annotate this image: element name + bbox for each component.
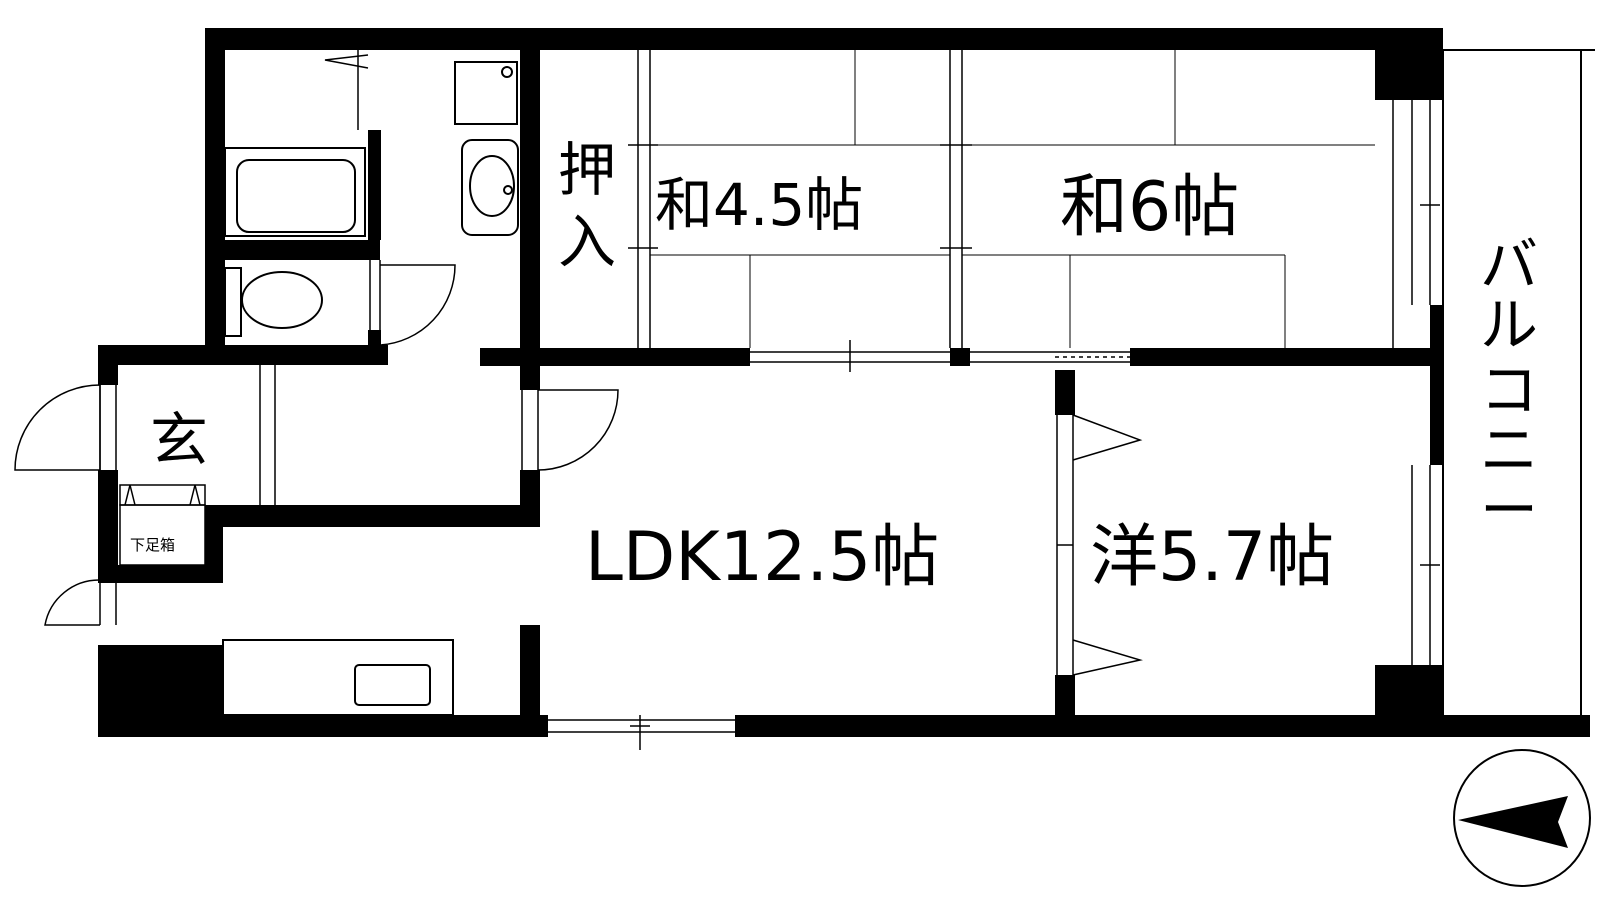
tatami-and-closet <box>628 50 1375 348</box>
compass-icon <box>1453 749 1591 887</box>
doors <box>14 260 1143 676</box>
balcony-char-3: コ <box>1480 356 1538 424</box>
balcony-char-1: バ <box>1480 231 1538 299</box>
fixtures <box>119 50 519 716</box>
room-label-ldk: LDK12.5帖 <box>585 518 939 597</box>
closet-label-bottom: 入 <box>558 208 616 276</box>
walls <box>98 28 1595 737</box>
room-label-entrance: 玄 <box>150 406 208 474</box>
room-labels: 押 入 和4.5帖 和6帖 LDK12.5帖 洋5.7帖 玄 下足箱 バ ル コ… <box>130 136 1538 597</box>
closet-label-top: 押 <box>558 136 616 204</box>
room-label-wa-4-5: 和4.5帖 <box>655 171 863 239</box>
balcony-char-5: ー <box>1480 476 1538 544</box>
shoe-box-label: 下足箱 <box>130 536 175 554</box>
windows-and-sliders <box>548 100 1440 750</box>
balcony-char-2: ル <box>1480 291 1538 359</box>
balcony-char-4: ニ <box>1480 416 1538 484</box>
room-label-western: 洋5.7帖 <box>1090 518 1334 597</box>
balcony-label: バ ル コ ニ ー <box>1480 231 1538 544</box>
room-label-wa-6: 和6帖 <box>1060 168 1239 247</box>
